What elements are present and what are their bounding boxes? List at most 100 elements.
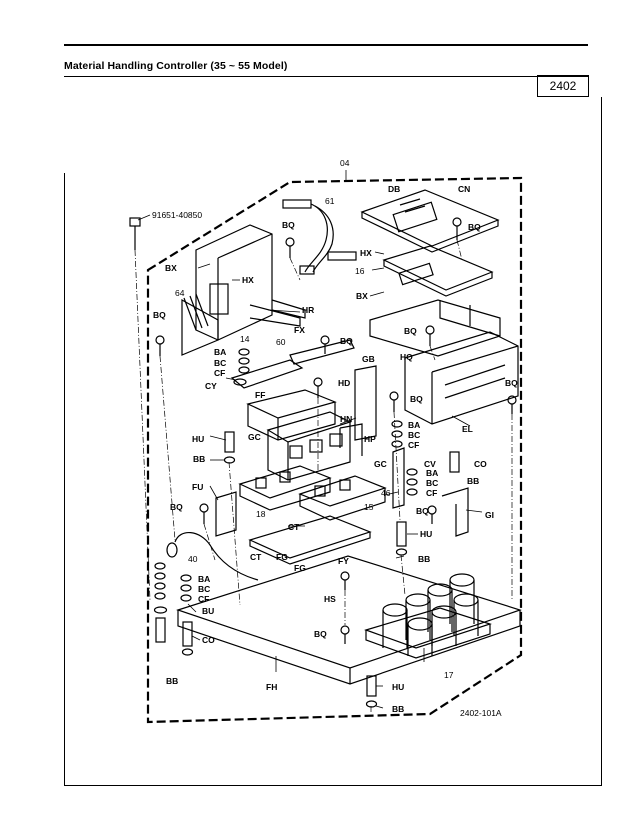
label-hx: HX [360, 248, 372, 258]
bolt-91651 [129, 217, 141, 250]
leader-lines [137, 170, 483, 709]
label-cf: CF [408, 440, 419, 450]
label-ba: BA [214, 347, 226, 357]
label-bc: BC [426, 478, 438, 488]
label-ct: CT [250, 552, 262, 562]
washer-stack-lower [180, 574, 192, 602]
label-fh: FH [266, 682, 277, 692]
label-60: 60 [276, 337, 286, 347]
label-hd: HD [338, 378, 350, 388]
label-40: 40 [188, 554, 198, 564]
label-ct: CT [288, 522, 300, 532]
label-gc: GC [248, 432, 261, 442]
figure-id: 2402-101A [460, 708, 502, 718]
link-cy [230, 339, 355, 389]
bolt-fy [340, 571, 350, 590]
label-ff: FF [255, 390, 265, 400]
label-ba: BA [426, 468, 438, 478]
label-hu: HU [420, 529, 432, 539]
bracket-fu [215, 491, 237, 537]
bracket-hr [271, 299, 306, 319]
label-cy: CY [205, 381, 217, 391]
label-cf: CF [214, 368, 225, 378]
label-17: 17 [444, 670, 454, 680]
label-46: 46 [381, 488, 391, 498]
frame-border-bottom [64, 785, 602, 786]
standoff-hu-left [223, 431, 236, 464]
label-ba: BA [198, 574, 210, 584]
cable-64 [183, 293, 209, 331]
bracket-gb [354, 365, 377, 441]
label-fg: FG [294, 563, 306, 573]
plate-fg [248, 515, 372, 565]
capacitor-bank-17 [364, 573, 492, 659]
header-rule-bottom [64, 76, 588, 77]
label-fx: FX [294, 325, 305, 335]
label-co: CO [474, 459, 487, 469]
bolt-bq-gi [427, 505, 437, 524]
label-bc: BC [198, 584, 210, 594]
washer-stack-cv [406, 468, 418, 496]
bracket-hp [339, 423, 363, 456]
bolt-bq-gb [389, 391, 399, 412]
capacitor-cylinders [382, 573, 479, 656]
bracket-gi [441, 487, 469, 537]
bolt-hd [313, 377, 323, 398]
page-number-badge: 2402 [537, 75, 589, 97]
bracket-el [404, 331, 519, 425]
module-15 [298, 475, 387, 521]
label-hs: HS [324, 594, 336, 604]
label-64: 64 [175, 288, 185, 298]
label-bq: BQ [170, 502, 183, 512]
assembly-boundary [146, 176, 523, 724]
label-ba: BA [408, 420, 420, 430]
board-16 [382, 245, 494, 297]
label-61: 61 [325, 196, 335, 206]
label-hq: HQ [400, 352, 413, 362]
standoff-hu-bottom [365, 675, 378, 708]
bolt-bq-60 [320, 335, 330, 354]
module-18 [238, 465, 332, 511]
bracket-cv [392, 447, 405, 509]
contactor-hn [266, 411, 352, 481]
base-plate-fh [176, 555, 522, 685]
label-hu: HU [192, 434, 204, 444]
label-16: 16 [355, 266, 365, 276]
label-bc: BC [214, 358, 226, 368]
label-bq: BQ [505, 378, 518, 388]
label-91651-40850: 91651-40850 [152, 210, 202, 220]
washer-stack-right [391, 420, 403, 448]
label-cv: CV [424, 459, 436, 469]
guide-lines [134, 239, 513, 712]
label-cn: CN [458, 184, 470, 194]
bolt-bq-left [155, 335, 165, 356]
cable-harness-61 [282, 199, 357, 275]
label-bx: BX [165, 263, 177, 273]
label-cf: CF [198, 594, 209, 604]
label-04: 04 [340, 158, 350, 168]
label-gc: GC [374, 459, 387, 469]
label-18: 18 [256, 509, 266, 519]
label-bx: BX [356, 291, 368, 301]
frame-border-right [601, 97, 602, 785]
bolt-bq-el [507, 395, 517, 414]
label-bb: BB [193, 454, 205, 464]
label-bc: BC [408, 430, 420, 440]
standoff-hu-mid [395, 521, 408, 556]
standoff-co-left [181, 621, 194, 656]
label-el: EL [462, 424, 473, 434]
washer-stack-upper [238, 348, 250, 374]
bolt-bq-fu [199, 503, 209, 524]
label-hn: HN [340, 414, 352, 424]
label-gi: GI [485, 510, 494, 520]
cover-plate-db [360, 189, 500, 253]
label-hp: HP [364, 434, 376, 444]
label-co: CO [202, 635, 215, 645]
label-fy: FY [338, 556, 349, 566]
frame-border-left [64, 173, 65, 785]
standoff-co-right [449, 451, 460, 473]
label-bb: BB [392, 704, 404, 714]
controller-module-14 [181, 224, 301, 356]
label-bb: BB [467, 476, 479, 486]
bolt-bq-top [452, 217, 462, 240]
